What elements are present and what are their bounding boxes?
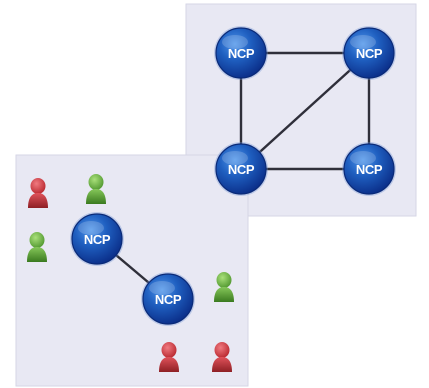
user-red-icon — [212, 342, 232, 372]
ncp-node-c: NCP — [214, 142, 268, 196]
user-green-icon — [214, 272, 234, 302]
link-c-b — [240, 52, 370, 170]
user-green-icon — [27, 232, 47, 262]
ncp-node-a-label: NCP — [228, 46, 255, 61]
edge-panel — [15, 154, 249, 387]
ncp-node-f: NCP — [141, 272, 195, 326]
ncp-node-b-label: NCP — [356, 46, 383, 61]
ncp-node-d: NCP — [342, 142, 396, 196]
ncp-node-d-label: NCP — [356, 162, 383, 177]
ncp-node-f-label: NCP — [155, 292, 182, 307]
ncp-node-e-label: NCP — [84, 232, 111, 247]
user-green-icon — [86, 174, 106, 204]
ncp-node-a: NCP — [214, 26, 268, 80]
ncp-node-e: NCP — [70, 212, 124, 266]
ncp-node-b: NCP — [342, 26, 396, 80]
user-red-icon — [159, 342, 179, 372]
ncp-node-c-label: NCP — [228, 162, 255, 177]
user-red-icon — [28, 178, 48, 208]
